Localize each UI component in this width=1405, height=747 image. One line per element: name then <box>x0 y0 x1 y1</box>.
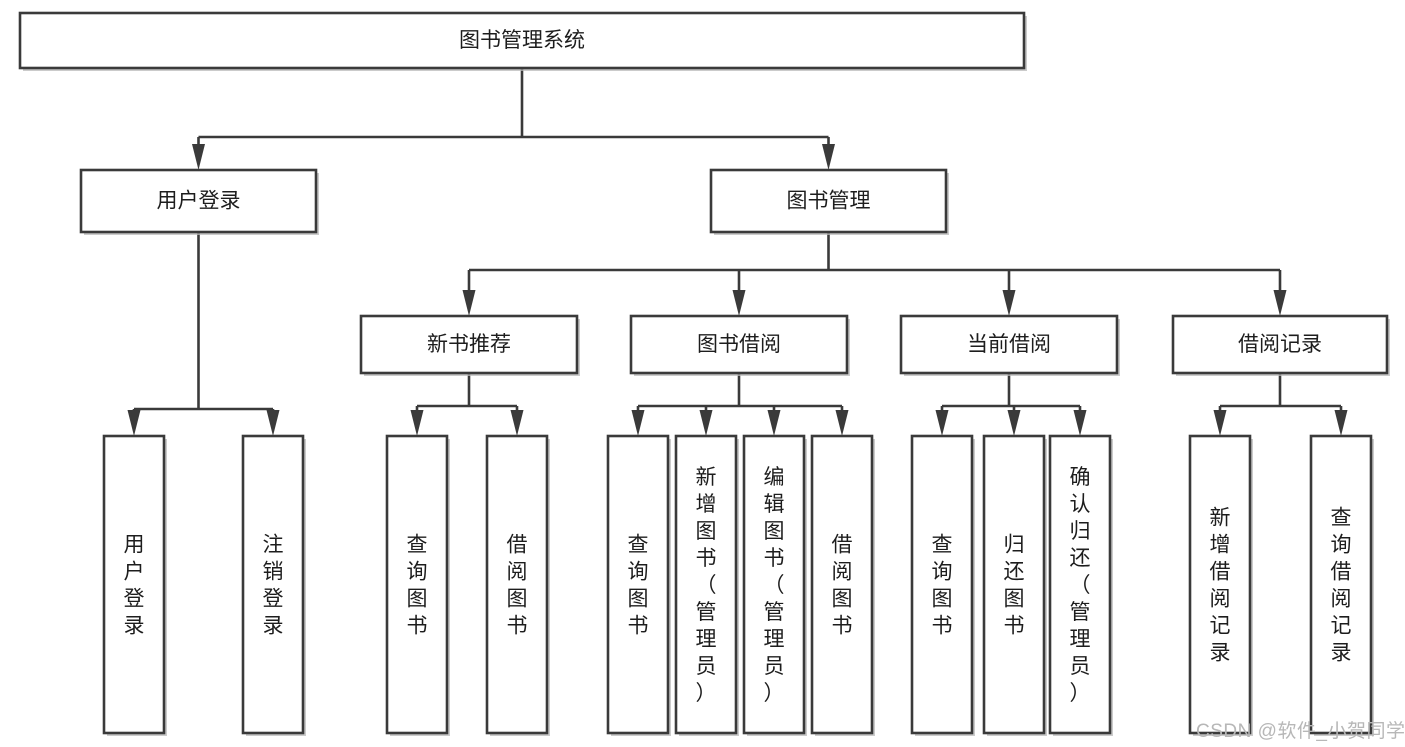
connector-group <box>1213 373 1348 436</box>
node-label: 查询图书 <box>932 534 953 638</box>
node-label: 确认归还（管理员） <box>1070 466 1091 705</box>
arrow-head-icon <box>1002 290 1016 316</box>
node-rect[interactable] <box>241 434 305 735</box>
node-user-login[interactable]: 用户登录 <box>79 168 319 235</box>
node-label: 查询图书 <box>407 534 428 638</box>
connector-group <box>935 373 1087 436</box>
arrow-head-icon <box>767 410 781 436</box>
arrow-head-icon <box>192 144 205 170</box>
connectors-layer <box>127 68 1348 436</box>
node-label: 用户登录 <box>157 190 241 213</box>
node-rect[interactable] <box>1171 314 1389 375</box>
node-rect[interactable] <box>810 434 874 735</box>
arrow-head-icon <box>410 410 424 436</box>
node-leaf-query-borrow-record[interactable]: 查询借阅记录 <box>1309 434 1374 736</box>
arrow-head-icon <box>1007 410 1021 436</box>
node-book-manage[interactable]: 图书管理 <box>709 168 949 235</box>
node-root[interactable]: 图书管理系统 <box>18 11 1027 71</box>
node-rect[interactable] <box>982 434 1046 735</box>
nodes-layer: 图书管理系统用户登录图书管理新书推荐图书借阅当前借阅借阅记录用户登录注销登录查询… <box>18 11 1390 736</box>
node-leaf-confirm-return-admin[interactable]: 确认归还（管理员） <box>1048 434 1113 736</box>
node-rect[interactable] <box>629 314 849 375</box>
node-rect[interactable] <box>79 168 318 234</box>
node-leaf-query-book-current[interactable]: 查询图书 <box>910 434 975 736</box>
node-new-book-recommend[interactable]: 新书推荐 <box>359 314 580 376</box>
node-leaf-query-book-recommend[interactable]: 查询图书 <box>385 434 450 736</box>
arrow-head-icon <box>935 410 949 436</box>
connector-group <box>127 232 280 436</box>
node-label: 归还图书 <box>1004 534 1025 638</box>
node-leaf-user-logout[interactable]: 注销登录 <box>241 434 306 736</box>
node-label: 新增借阅记录 <box>1210 507 1231 665</box>
node-label: 新书推荐 <box>427 333 511 356</box>
node-leaf-add-book-admin[interactable]: 新增图书（管理员） <box>674 434 739 736</box>
node-leaf-edit-book-admin[interactable]: 编辑图书（管理员） <box>742 434 807 736</box>
node-label: 用户登录 <box>124 534 145 638</box>
arrow-head-icon <box>127 410 141 436</box>
arrow-head-icon <box>732 290 746 316</box>
node-label: 借阅图书 <box>832 534 853 638</box>
node-label: 注销登录 <box>263 534 284 638</box>
node-book-borrow[interactable]: 图书借阅 <box>629 314 850 376</box>
node-rect[interactable] <box>359 314 579 375</box>
node-label: 查询借阅记录 <box>1331 507 1352 665</box>
node-leaf-return-book[interactable]: 归还图书 <box>982 434 1047 736</box>
node-leaf-query-book-borrow[interactable]: 查询图书 <box>606 434 671 736</box>
node-rect[interactable] <box>385 434 449 735</box>
node-rect[interactable] <box>18 11 1026 70</box>
connector-group <box>631 373 849 436</box>
connector-group <box>462 232 1287 316</box>
node-rect[interactable] <box>899 314 1119 375</box>
node-label: 图书借阅 <box>697 333 781 356</box>
node-borrow-record[interactable]: 借阅记录 <box>1171 314 1390 376</box>
node-rect[interactable] <box>709 168 948 234</box>
node-rect[interactable] <box>742 434 806 735</box>
arrow-head-icon <box>462 290 476 316</box>
arrow-head-icon <box>1273 290 1287 316</box>
arrow-head-icon <box>1073 410 1087 436</box>
node-rect[interactable] <box>910 434 974 735</box>
node-rect[interactable] <box>1188 434 1252 735</box>
node-label: 查询图书 <box>628 534 649 638</box>
node-rect[interactable] <box>606 434 670 735</box>
connector-group <box>192 68 835 170</box>
node-rect[interactable] <box>1048 434 1112 735</box>
arrow-head-icon <box>1213 410 1227 436</box>
node-current-borrow[interactable]: 当前借阅 <box>899 314 1120 376</box>
node-label: 图书管理系统 <box>459 29 585 52</box>
node-label: 图书管理 <box>787 190 871 213</box>
node-rect[interactable] <box>102 434 166 735</box>
node-leaf-borrow-book-recommend[interactable]: 借阅图书 <box>485 434 550 736</box>
node-label: 当前借阅 <box>967 333 1051 356</box>
node-leaf-borrow-book[interactable]: 借阅图书 <box>810 434 875 736</box>
arrow-head-icon <box>510 410 524 436</box>
arrow-head-icon <box>631 410 645 436</box>
arrow-head-icon <box>822 144 835 170</box>
arrow-head-icon <box>266 410 280 436</box>
node-label: 借阅记录 <box>1238 333 1322 356</box>
node-leaf-user-login[interactable]: 用户登录 <box>102 434 167 736</box>
node-leaf-add-borrow-record[interactable]: 新增借阅记录 <box>1188 434 1253 736</box>
arrow-head-icon <box>699 410 713 436</box>
node-rect[interactable] <box>1309 434 1373 735</box>
node-rect[interactable] <box>485 434 549 735</box>
node-label: 新增图书（管理员） <box>696 466 717 705</box>
arrow-head-icon <box>835 410 849 436</box>
csdn-watermark: CSDN @软件_小贺同学 <box>1196 721 1405 742</box>
connector-group <box>410 373 524 436</box>
node-label: 编辑图书（管理员） <box>764 466 785 705</box>
node-label: 借阅图书 <box>507 534 528 638</box>
node-rect[interactable] <box>674 434 738 735</box>
arrow-head-icon <box>1334 410 1348 436</box>
